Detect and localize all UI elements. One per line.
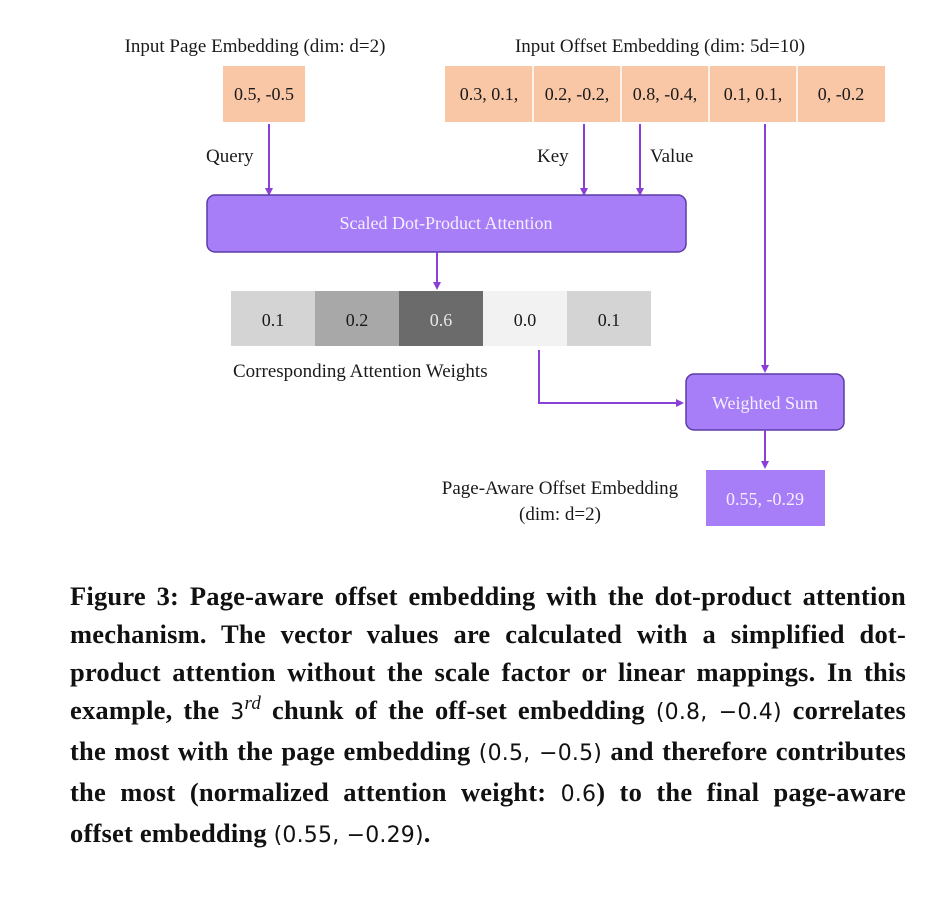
- attention-weights-vector: 0.1 0.2 0.6 0.0 0.1: [231, 291, 651, 346]
- output-embedding-value: 0.55, -0.29: [726, 489, 804, 509]
- output-label-line2: (dim: d=2): [519, 504, 601, 525]
- caption-text: Figure 3: Page-aware offset embedding wi…: [70, 581, 906, 725]
- caption-text: .: [423, 818, 431, 848]
- caption-text: chunk of the off-set embedding: [261, 695, 656, 725]
- caption-text: correlates the most with the page embedd…: [70, 695, 907, 766]
- attention-weight: 0.6: [430, 310, 453, 330]
- offset-chunk: 0.3, 0.1,: [460, 84, 519, 104]
- query-label: Query: [206, 146, 254, 167]
- caption-text: and therefore contributes the most (norm…: [70, 736, 906, 807]
- weights-to-sum-arrow: [538, 350, 684, 407]
- caption-math: (0.5, −0.5): [478, 741, 603, 766]
- attention-weight: 0.0: [514, 310, 537, 330]
- page-embedding-cell: 0.5, -0.5: [223, 66, 305, 122]
- page-embedding-value: 0.5, -0.5: [234, 84, 294, 104]
- caption-math: (0.55, −0.29): [273, 823, 424, 848]
- weighted-sum-box: Weighted Sum: [685, 373, 845, 431]
- offset-embedding-title: Input Offset Embedding (dim: 5d=10): [515, 36, 805, 57]
- figure-caption: Figure 3: Page-aware offset embedding wi…: [70, 577, 906, 855]
- offset-chunk: 0, -0.2: [818, 84, 865, 104]
- offset-chunk: 0.8, -0.4,: [633, 84, 698, 104]
- offset-embedding-vector: 0.3, 0.1, 0.2, -0.2, 0.8, -0.4, 0.1, 0.1…: [445, 66, 885, 122]
- offset-chunk: 0.1, 0.1,: [724, 84, 783, 104]
- offset-chunk: 0.2, -0.2,: [545, 84, 610, 104]
- attention-weight: 0.2: [346, 310, 369, 330]
- caption-math: 3: [230, 700, 245, 725]
- output-embedding-cell: 0.55, -0.29: [706, 470, 825, 526]
- value-label: Value: [650, 146, 693, 167]
- page-embedding-title: Input Page Embedding (dim: d=2): [125, 36, 386, 57]
- output-label-line1: Page-Aware Offset Embedding: [442, 478, 679, 499]
- caption-text: ) to the final page-aware offset embeddi…: [70, 777, 906, 848]
- attention-weights-label: Corresponding Attention Weights: [233, 361, 488, 382]
- caption-math: 0.6: [560, 782, 597, 807]
- attention-diagram: Input Page Embedding (dim: d=2) Input Of…: [125, 36, 885, 526]
- attention-box: Scaled Dot-Product Attention: [206, 194, 687, 253]
- attention-box-label: Scaled Dot-Product Attention: [340, 213, 553, 233]
- attention-weight: 0.1: [598, 310, 621, 330]
- caption-math: (0.8, −0.4): [655, 700, 782, 725]
- caption-superscript: rd: [244, 693, 262, 715]
- weighted-sum-label: Weighted Sum: [712, 393, 818, 413]
- attention-weight: 0.1: [262, 310, 285, 330]
- key-label: Key: [537, 146, 569, 167]
